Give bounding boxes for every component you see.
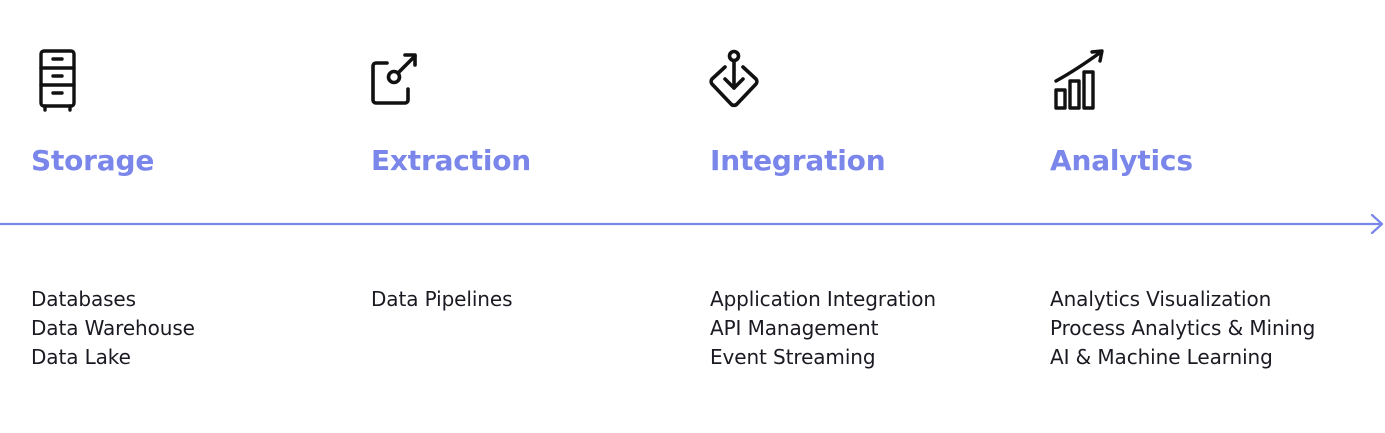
list-item: Analytics Visualization [1050,287,1272,311]
stage-items-integration: Application Integration API Management E… [710,285,936,372]
stage-items-storage: Databases Data Warehouse Data Lake [31,285,195,372]
list-item: Application Integration [710,287,937,311]
stage-title-storage: Storage [31,144,155,177]
stage-integration: Integration Application Integration API … [709,0,1040,433]
stage-title-analytics: Analytics [1050,144,1193,177]
stage-analytics: Analytics Analytics Visualization Proces… [1050,0,1380,433]
list-item: Process Analytics & Mining [1050,316,1316,340]
list-item: Data Pipelines [371,287,513,311]
list-item: AI & Machine Learning [1050,345,1273,369]
list-item: API Management [710,316,879,340]
list-item: Databases [31,287,136,311]
list-item: Data Warehouse [31,316,195,340]
stage-storage: Storage Databases Data Warehouse Data La… [31,0,361,433]
list-item: Event Streaming [710,345,876,369]
anchor-integration-icon [706,46,776,116]
filing-cabinet-icon [27,46,97,116]
timeline-arrow [0,214,1384,234]
list-item: Data Lake [31,345,131,369]
export-icon [367,46,437,116]
stage-extraction: Extraction Data Pipelines [371,0,701,433]
stage-items-analytics: Analytics Visualization Process Analytic… [1050,285,1315,372]
stage-title-extraction: Extraction [371,144,532,177]
stage-title-integration: Integration [710,144,886,177]
growth-chart-icon [1048,46,1118,116]
stage-items-extraction: Data Pipelines [371,285,513,314]
